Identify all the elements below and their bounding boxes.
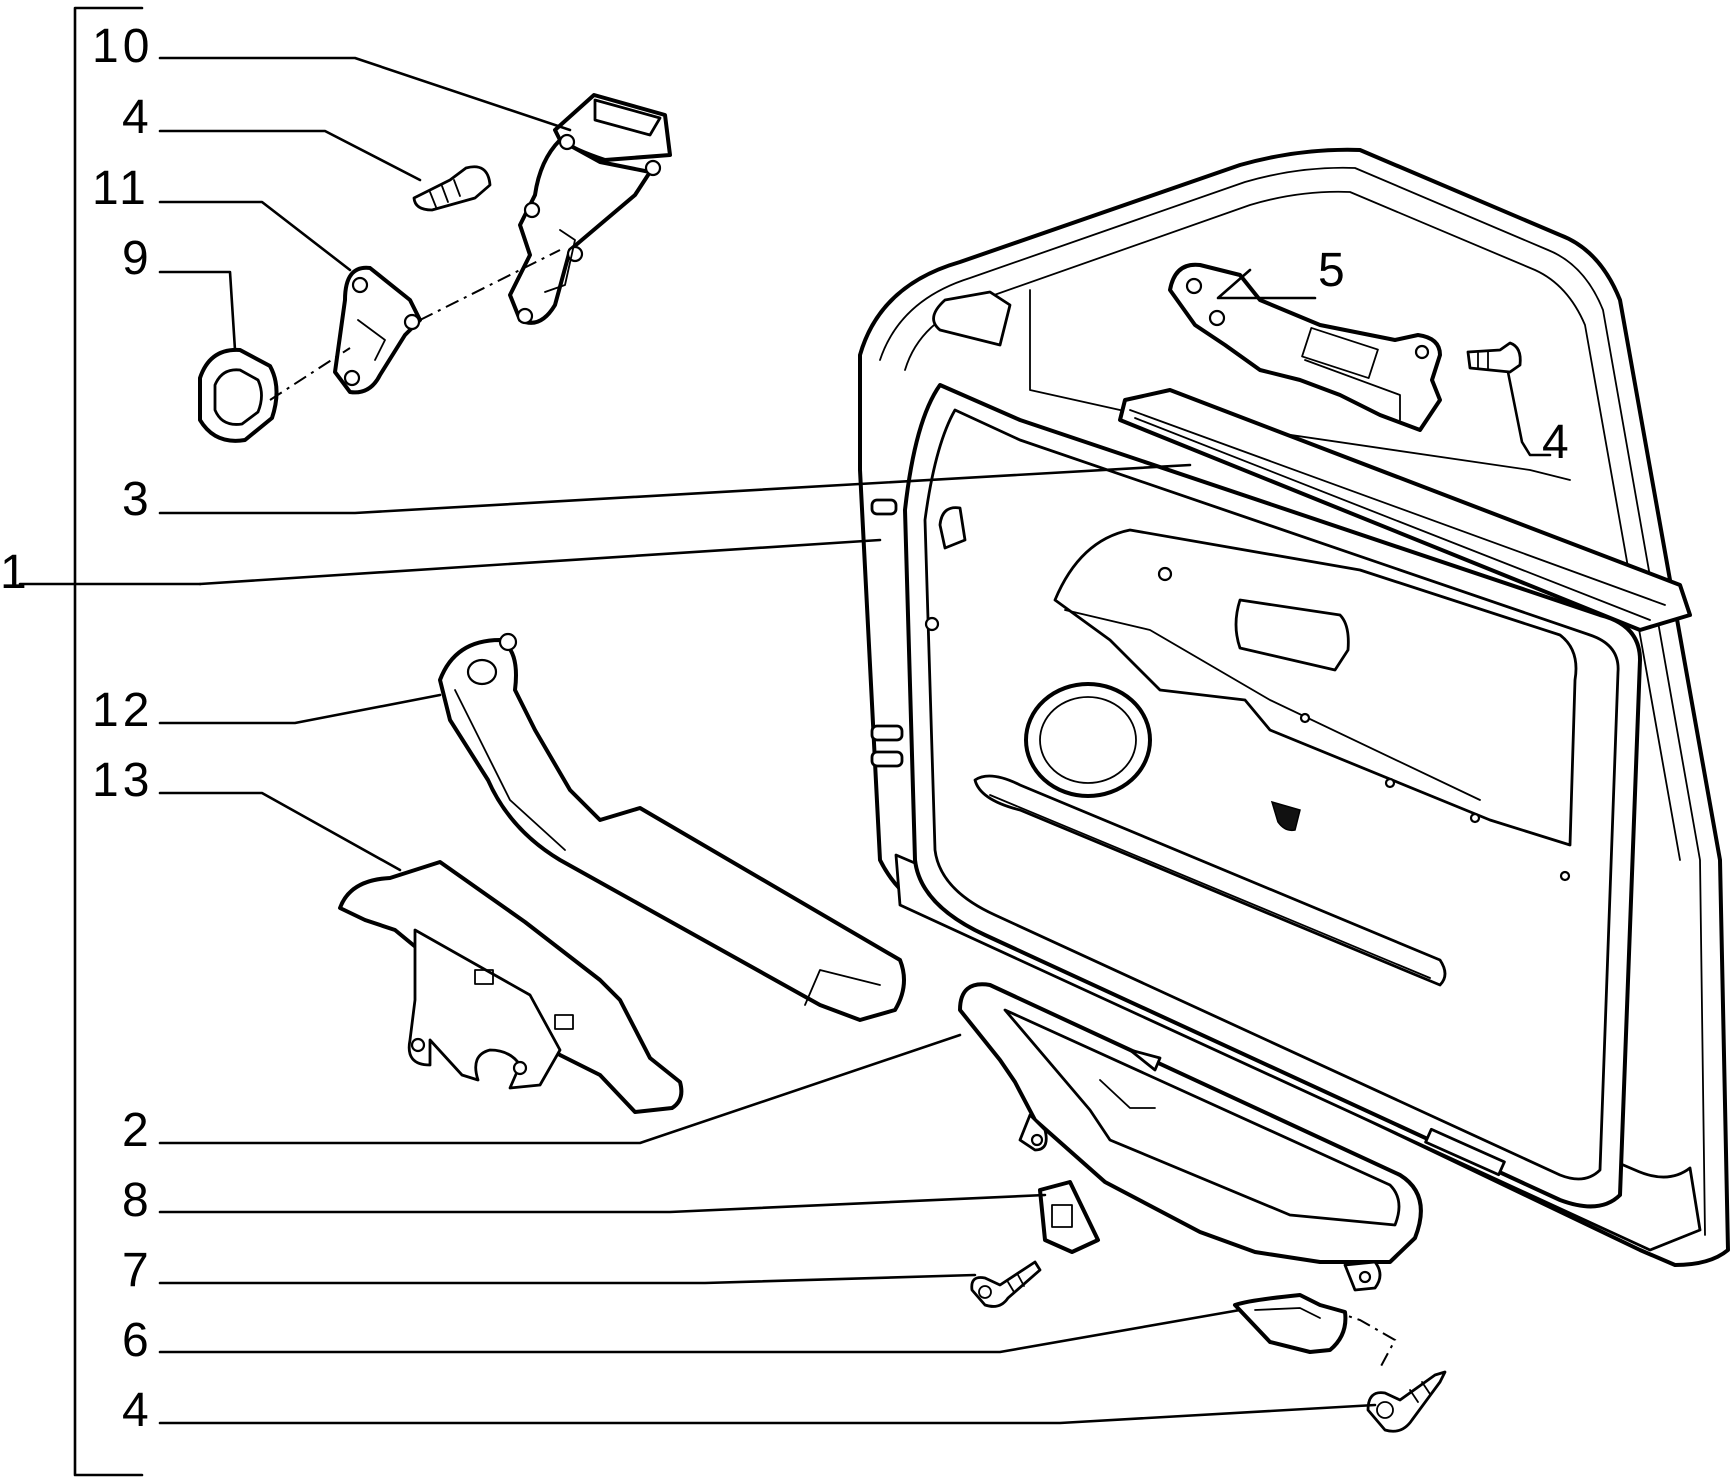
trim-panel (903, 383, 1642, 1209)
callout-8: 8 (122, 1174, 153, 1227)
callout-11: 11 (92, 162, 150, 215)
part-4-screw-right (1466, 341, 1522, 374)
callout-2: 2 (122, 1104, 153, 1157)
callout-1: 1 (0, 546, 31, 599)
callout-12: 12 (92, 684, 153, 737)
part-4-screw-bottom (1366, 1370, 1447, 1433)
callout-6: 6 (122, 1314, 153, 1367)
callout-13: 13 (92, 754, 153, 807)
leader-lines (158, 56, 1552, 1425)
part-4-screw-top (412, 165, 492, 212)
hinge-studs (870, 498, 904, 768)
part-11-plate (333, 265, 422, 395)
callout-10: 10 (92, 20, 153, 73)
assembly-axis-6 (1329, 1309, 1397, 1369)
part-2-door-pocket (958, 982, 1423, 1292)
assembly-bracket (73, 6, 144, 1477)
part-13-switch-panel (338, 860, 684, 1114)
callout-3: 3 (122, 473, 153, 526)
part-12-armrest (438, 632, 906, 1022)
part-10-handle-bracket (508, 93, 672, 325)
part-8-clip (1038, 1180, 1100, 1254)
callout-4-right: 4 (1542, 416, 1573, 469)
assembly-axis-9 (269, 347, 351, 401)
callout-5: 5 (1318, 244, 1349, 297)
callout-9: 9 (122, 232, 153, 285)
part-7-screw (970, 1260, 1042, 1308)
callout-7: 7 (122, 1244, 153, 1297)
assembly-axis-11 (419, 249, 561, 321)
callout-4-top: 4 (122, 91, 153, 144)
part-9-grommet (198, 347, 279, 443)
callout-numbers: 10 4 11 9 3 1 12 13 2 8 7 6 4 5 4 (0, 20, 1573, 1437)
callout-4-bottom: 4 (122, 1384, 153, 1437)
part-6-cap (1233, 1293, 1348, 1354)
part-3-window-seal (1118, 388, 1692, 632)
speaker-grille (1024, 682, 1152, 798)
part-5-bracket (1168, 262, 1442, 432)
